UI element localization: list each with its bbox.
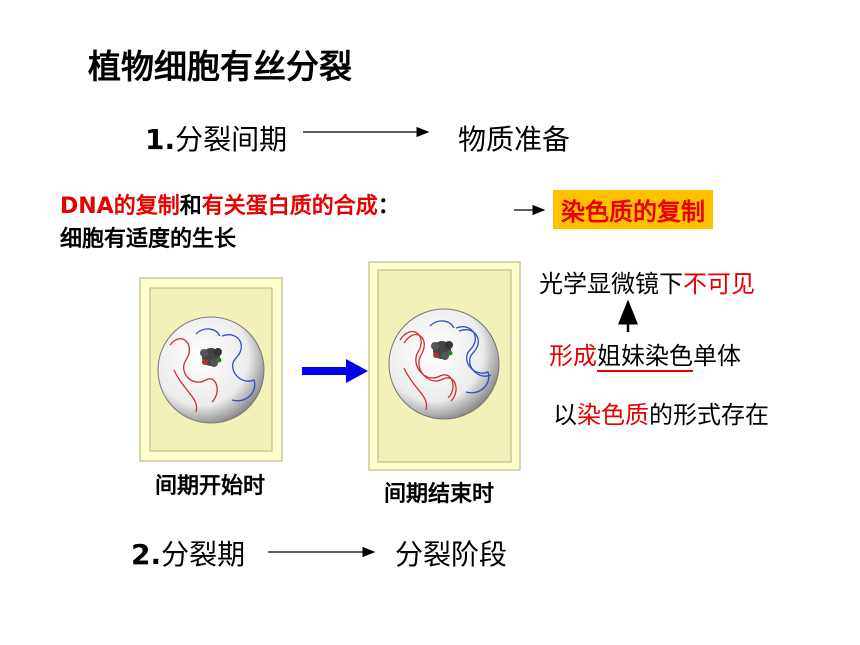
phase1-label: 分裂间期 (175, 123, 288, 156)
phase1-target: 物质准备 (458, 123, 571, 156)
exist-suffix: 的形式存在 (649, 401, 769, 429)
caption-interphase-start: 间期开始时 (155, 474, 266, 499)
cell-interphase-end (368, 261, 521, 471)
dna-replication-text: DNA的复制 (60, 194, 180, 219)
transition-arrow (302, 359, 368, 383)
chromatin-replication-box: 染色质的复制 (553, 190, 713, 229)
phase2-heading: 2.分裂期 (131, 533, 245, 573)
form-rest: 单体 (693, 342, 741, 370)
visibility-prefix: 光学显微镜下 (539, 270, 683, 298)
cell-growth-text: 细胞有适度的生长 (60, 227, 237, 252)
sister-chromatid-note: 形成姐妹染色单体 (549, 336, 741, 372)
phase2-target: 分裂阶段 (395, 538, 508, 571)
phase1-heading: 1.分裂间期 (145, 118, 287, 158)
exist-red: 染色质 (577, 401, 649, 429)
form-red: 形成 (549, 342, 597, 370)
phase1-number: 1. (145, 123, 176, 156)
interphase-events: DNA的复制和有关蛋白质的合成： (60, 188, 400, 220)
visibility-red: 不可见 (683, 270, 755, 298)
and-text: 和 (179, 194, 202, 219)
exist-prefix: 以 (553, 401, 577, 429)
cell-interphase-start (139, 277, 283, 462)
protein-synthesis-text: 有关蛋白质的合成 (201, 194, 378, 219)
form-underlined: 姐妹染色 (597, 342, 693, 372)
caption-interphase-end: 间期结束时 (384, 482, 495, 507)
page-title: 植物细胞有丝分裂 (88, 47, 352, 86)
phase2-number: 2. (131, 538, 162, 571)
colon-text: ： (377, 194, 400, 219)
visibility-note: 光学显微镜下不可见 (539, 264, 755, 299)
chromatin-form-note: 以染色质的形式存在 (553, 395, 769, 430)
phase2-label: 分裂期 (161, 538, 246, 571)
